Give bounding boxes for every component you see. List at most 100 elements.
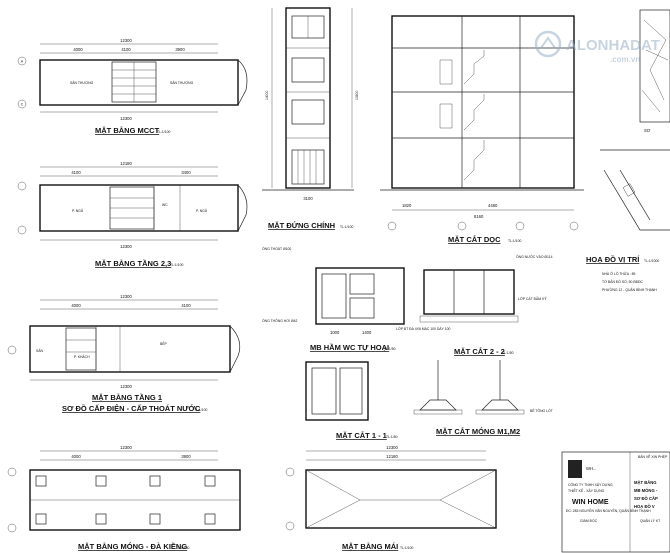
dim-total-mcct-bottom: 12300 — [120, 116, 132, 121]
scale-mong: TL:1/100 — [176, 546, 189, 550]
dim-total-23: 12180 — [120, 161, 132, 166]
dim-total-mcct: 12300 — [120, 38, 132, 43]
scale-11: TL:1/50 — [386, 435, 398, 439]
room-san-1: SÂN — [36, 349, 44, 353]
title-mat-bang-tang-1: MẶT BẰNG TẦNG 1 — [92, 392, 162, 402]
watermark: ALONHADAT .com.vn — [534, 30, 660, 64]
company-name: WIN HOME — [572, 499, 609, 506]
dim-3100-front: 3100 — [303, 196, 313, 201]
dim-total-mong: 12300 — [120, 445, 132, 450]
scale-front: TL:1/100 — [340, 225, 353, 229]
note-be-tong-lot: BÊ TÔNG LÓT — [530, 408, 553, 413]
dim-14000: 14000 — [265, 90, 269, 100]
title-so-do-cap-dien: SƠ ĐỒ CẤP ĐIỆN - CẤP THOÁT NƯỚC — [62, 403, 201, 413]
scale-doc: TL:1/100 — [508, 239, 521, 243]
dim-8160: 8160 — [474, 214, 484, 219]
plan-floor-23: 12180 4100 3400 P. NGỦ WC P. NGỦ 12300 M… — [17, 161, 248, 268]
dim-total-1-bottom: 12300 — [120, 384, 132, 389]
dim-4100-23: 4100 — [71, 170, 81, 175]
title-mat-cat-doc: MẶT CẮT DỌC — [448, 235, 501, 244]
company-logo — [568, 460, 582, 478]
room-p-ngu-23-a: P. NGỦ — [72, 208, 84, 213]
company-address: ĐC: 283 NGUYỄN VĂN NGUYỄN, QUẬN BÌNH THẠ… — [566, 508, 651, 513]
sheet-title-3: SƠ ĐỒ CẤP — [634, 496, 658, 501]
dim-13600: 13600 — [355, 90, 359, 100]
scale-1: TL:1/100 — [194, 408, 207, 412]
dim-3400-23: 3400 — [181, 170, 191, 175]
plan-mcct: 12300 4000 4100 3900 SÂN THƯỢNG SÂN THƯỢ… — [17, 38, 248, 135]
section-longitudinal: 1820 4480 8160 MẶT CẮT DỌC TL:1/100 — [380, 15, 584, 244]
note-ong-nuoc: ỐNG NƯỚC VÀO Ø114 — [516, 254, 553, 259]
title-block: WH... CÔNG TY TNHH XÂY DỰNG THIẾT KẾ - X… — [561, 451, 670, 553]
note-ong-thoat: ỐNG THOÁT Ø100 — [262, 246, 291, 251]
scale-23: TL:1/100 — [170, 263, 183, 267]
section-22: LỚP BT ĐÁ 4X6 MAC 100 DÀY 100 LỚP CÁT ĐẦ… — [396, 254, 553, 356]
note-ong-thong-hoi: ỐNG THÔNG HƠI Ø42 — [262, 318, 298, 323]
title-mat-bang-mcct: MẶT BẰNG MCCT — [95, 126, 160, 135]
dim-1820: 1820 — [402, 203, 412, 208]
sheet-title-1: MẶT BẰNG — [634, 480, 657, 485]
so-label: SƠ — [644, 128, 651, 133]
room-p-ngu-23-b: P. NGỦ — [196, 208, 208, 213]
room-wc-23: WC — [162, 203, 168, 207]
note-lop-cat: LỚP CÁT ĐẦM KỸ — [518, 296, 547, 301]
note-lop-bt: LỚP BT ĐÁ 4X6 MAC 100 DÀY 100 — [396, 326, 450, 331]
title-hoa-do-vi-tri: HOẠ ĐỒ VỊ TRÍ — [586, 254, 640, 264]
title-mat-bang-tang-23: MẶT BẰNG TẦNG 2,3 — [95, 258, 171, 268]
dim-1400: 1400 — [362, 330, 372, 335]
manager-label: QUẢN LÝ KT — [640, 518, 660, 523]
watermark-domain: .com.vn — [610, 55, 640, 64]
room-p-khach: P. KHÁCH — [74, 355, 90, 359]
dim-4100-1: 4100 — [181, 303, 191, 308]
plan-floor-1: 12300 4000 4100 P. KHÁCH BẾP SÂN 12300 M… — [7, 294, 241, 413]
scale-mcct: TL:1/100 — [157, 130, 170, 134]
plan-septic: ỐNG THOÁT Ø100 ỐNG THÔNG HƠI Ø42 1000 14… — [262, 246, 405, 352]
plan-foundation: 12300 4000 3900 MẶT BẰNG MÓNG - ĐÀ KIỀNG… — [7, 445, 241, 551]
axis-c-mcct: C — [21, 103, 24, 107]
dim-3900-mcct: 3900 — [175, 47, 185, 52]
scale-22: TL:1/50 — [502, 351, 514, 355]
company-line2: THIẾT KẾ - XÂY DỰNG — [568, 488, 605, 493]
location-plan: HOẠ ĐỒ VỊ TRÍ TL:1/1000 NHÀ Ở LÔ THỬA : … — [586, 149, 670, 292]
title-mat-cat-11: MẶT CẮT 1 - 1 — [336, 431, 387, 440]
logo-text: WH... — [586, 466, 596, 471]
title-mb-ham-wc: MB HẦM WC TỰ HOẠI — [310, 342, 389, 352]
plan-roof: 12300 12180 MẶT BẰNG MÁI TL:1/100 — [285, 445, 497, 551]
title-mat-cat-mong: MẶT CẮT MÓNG M1,M2 — [436, 427, 520, 436]
scale-mai: TL:1/100 — [400, 546, 413, 550]
room-san-thuong-1: SÂN THƯỢNG — [70, 81, 94, 85]
dim-4000-mong: 4000 — [71, 454, 81, 459]
dim-4100-mcct: 4100 — [121, 47, 131, 52]
dim-4000-mcct: 4000 — [73, 47, 83, 52]
axis-a-mcct: A — [21, 60, 24, 64]
title-mat-bang-mai: MẶT BẰNG MÁI — [342, 542, 398, 551]
room-bep: BẾP — [160, 341, 168, 346]
watermark-icon — [534, 30, 562, 58]
company-line1: CÔNG TY TNHH XÂY DỰNG — [568, 482, 613, 487]
scale-wc: TL:1/50 — [384, 347, 396, 351]
scale-vitri: TL:1/1000 — [644, 259, 659, 263]
title-mat-bang-mong: MẶT BẰNG MÓNG - ĐÀ KIỀNG — [78, 541, 187, 551]
director-label: GIÁM ĐỐC — [580, 518, 598, 523]
dim-total-1: 12300 — [120, 294, 132, 299]
dim-3900-mong: 3900 — [181, 454, 191, 459]
site-map: SƠ — [639, 9, 670, 133]
location-note-3: PHƯỜNG 12 - QUẬN BÌNH THẠNH — [602, 287, 657, 292]
dim-4480: 4480 — [488, 203, 498, 208]
dim-12180-mai: 12180 — [386, 454, 398, 459]
dim-total-mai: 12300 — [386, 445, 398, 450]
dim-total-23-bottom: 12300 — [120, 244, 132, 249]
watermark-brand: ALONHADAT — [566, 37, 660, 54]
location-note-1: NHÀ Ở LÔ THỬA : 89 — [602, 271, 636, 276]
sheet-label: BẢN VẼ XIN PHÉP — [638, 454, 668, 459]
location-note-2: TỜ BẢN ĐỒ SỐ: 50 BĐĐC — [602, 279, 644, 284]
elevation-front: 14000 13600 3100 MẶT ĐỨNG CHÍNH TL:1/100 — [262, 7, 359, 230]
dim-4000-1: 4000 — [71, 303, 81, 308]
room-san-thuong-2: SÂN THƯỢNG — [170, 81, 194, 85]
sheet-title-2: MB MÓNG - — [634, 488, 658, 493]
title-mat-dung-chinh: MẶT ĐỨNG CHÍNH — [268, 221, 335, 230]
section-foundation: BÊ TÔNG LÓT MẶT CẮT MÓNG M1,M2 — [413, 360, 553, 436]
dim-1000: 1000 — [330, 330, 340, 335]
